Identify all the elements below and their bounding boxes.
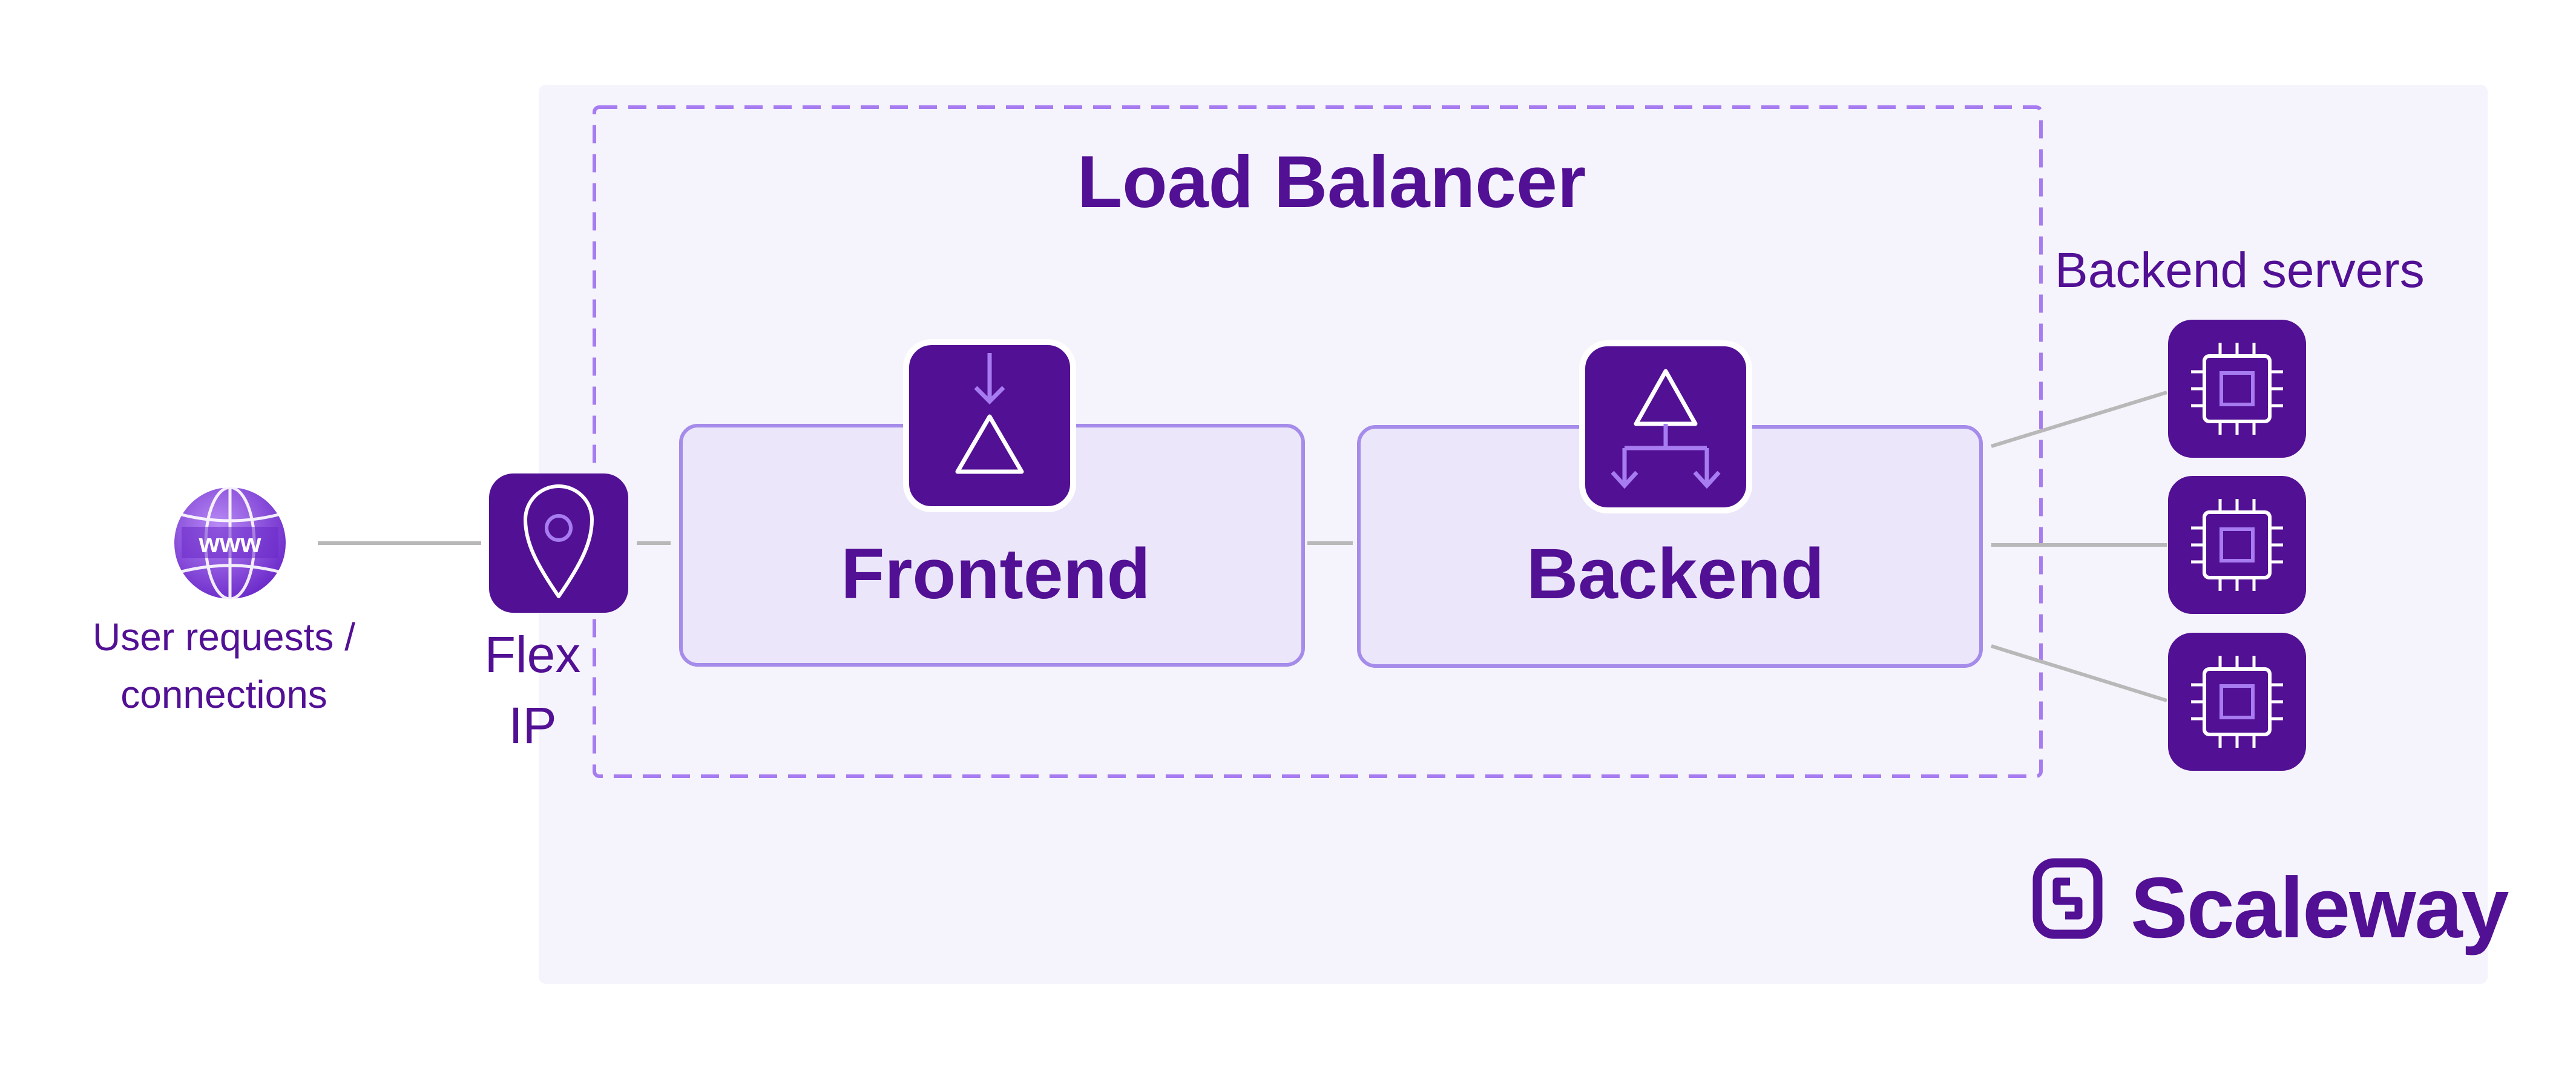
connectors [318,391,2167,702]
cpu-chip-icon [2168,476,2306,614]
svg-text:www: www [199,529,261,558]
connector-backend-to-server-1 [1991,391,2167,448]
triangle-branching-arrows-icon [1579,340,1752,513]
frontend-label: Frontend [841,534,1151,614]
user-label-line-1: User requests / [93,615,355,659]
load-balancer-boundary [593,105,2043,778]
backend-servers-label: Backend servers [2055,243,2425,298]
globe-www-icon: www [174,486,286,601]
cpu-chip-icon [2168,633,2306,771]
user-label-line-2: connections [120,673,327,716]
user-requests-label: User requests / connections [36,609,412,724]
flex-ip-label-line-1: Flex [484,626,581,683]
flex-ip-label-line-2: IP [508,697,557,754]
scaleway-logo-icon [2032,858,2103,939]
arrow-into-triangle-icon [903,339,1076,512]
backend-label: Backend [1526,534,1824,614]
cpu-chip-icon [2168,320,2306,458]
brand-name: Scaleway [2131,860,2509,956]
connector-backend-to-server-3 [1991,644,2167,702]
load-balancer-title: Load Balancer [1077,140,1586,223]
location-pin-icon [489,473,628,613]
